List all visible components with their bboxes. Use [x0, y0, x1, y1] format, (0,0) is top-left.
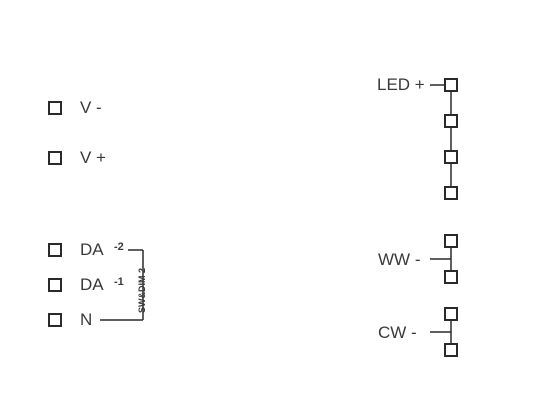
label-v-minus: V -: [80, 98, 102, 117]
terminal-cw-minus-1[interactable]: [444, 307, 458, 321]
terminal-cw-minus-2[interactable]: [444, 343, 458, 357]
label-cw-minus: CW -: [378, 323, 417, 342]
terminal-led-plus-1[interactable]: [444, 78, 458, 92]
terminal-n[interactable]: [48, 313, 62, 327]
terminal-led-plus-4[interactable]: [444, 186, 458, 200]
terminal-ww-minus-1[interactable]: [444, 234, 458, 248]
label-da-1: DA: [80, 275, 104, 294]
terminal-da-1[interactable]: [48, 278, 62, 292]
terminal-ww-minus-2[interactable]: [444, 270, 458, 284]
terminal-v-plus[interactable]: [48, 151, 62, 165]
label-v-plus: V +: [80, 148, 106, 167]
suffix-da-2: -2: [114, 241, 124, 253]
suffix-da-1: -1: [114, 276, 124, 288]
label-da-2: DA: [80, 240, 104, 259]
terminal-led-plus-3[interactable]: [444, 150, 458, 164]
switch-dim-label: SW&DIM 2: [137, 268, 147, 313]
terminal-v-minus[interactable]: [48, 101, 62, 115]
label-n: N: [80, 310, 93, 329]
terminal-da-2[interactable]: [48, 243, 62, 257]
terminal-led-plus-2[interactable]: [444, 114, 458, 128]
label-ww-minus: WW -: [378, 250, 421, 269]
label-led-plus: LED +: [377, 75, 425, 94]
